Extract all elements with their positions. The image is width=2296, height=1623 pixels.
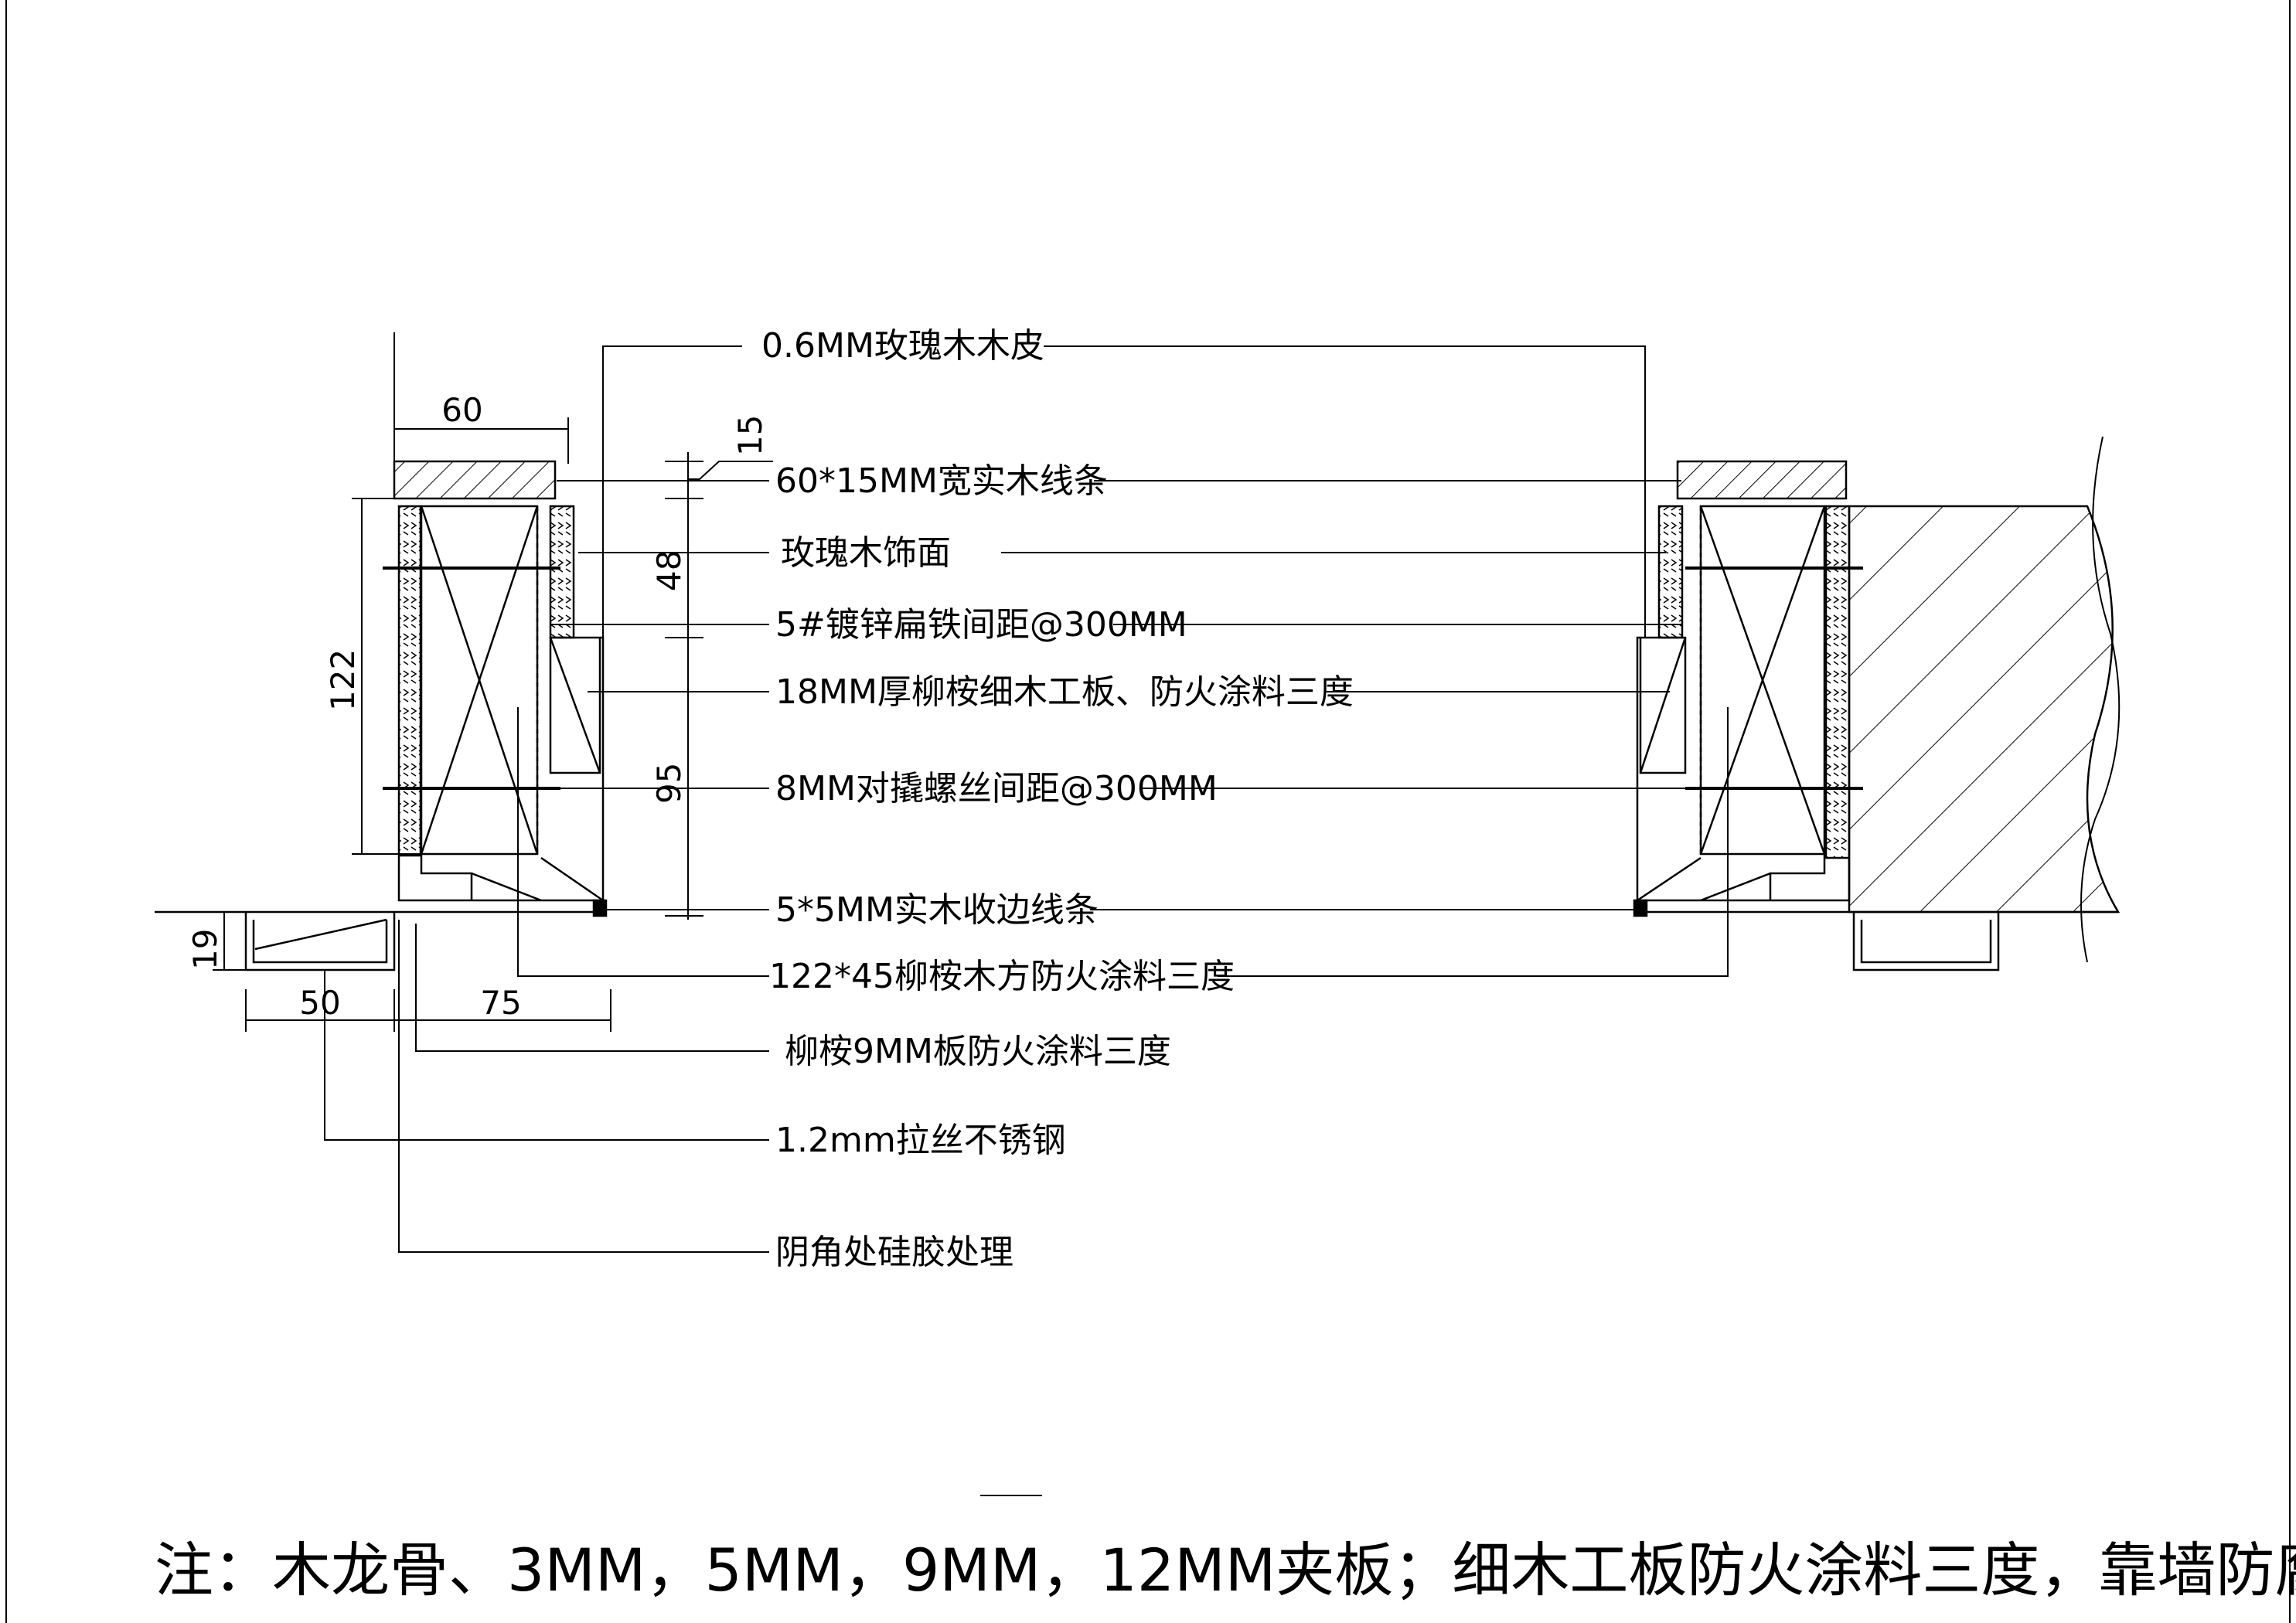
leader-lines bbox=[324, 345, 1729, 1253]
right-main-timber bbox=[1699, 505, 1826, 856]
dim-75: 75 bbox=[480, 984, 521, 1022]
left-blockboard bbox=[549, 636, 601, 774]
label-veneer: 0.6MM玫瑰木木皮 bbox=[761, 326, 1044, 366]
label-board-9mm: 柳桉9MM板防火涂料三度 bbox=[785, 1032, 1171, 1071]
left-jamb-section bbox=[155, 460, 608, 971]
wall-break-line bbox=[2080, 436, 2121, 963]
left-top-trim bbox=[393, 460, 557, 500]
label-silicone-corner: 阴角处硅胶处理 bbox=[775, 1233, 1013, 1272]
left-ply-inner bbox=[549, 505, 575, 639]
left-edge-strip bbox=[592, 899, 608, 917]
right-ply-inner bbox=[1657, 505, 1684, 639]
right-edge-strip bbox=[1633, 899, 1648, 917]
right-blockboard bbox=[1639, 636, 1687, 774]
right-jamb-section bbox=[1633, 436, 2121, 971]
drawing-note: 注：木龙骨、3MM，5MM，9MM，12MM夹板；细木工板防火涂料三度，靠墙防腐… bbox=[155, 1536, 2296, 1604]
dim-95: 95 bbox=[650, 763, 688, 804]
label-timber: 122*45柳桉木方防火涂料三度 bbox=[769, 957, 1235, 996]
label-rosewood-face: 玫瑰木饰面 bbox=[781, 533, 951, 573]
label-stainless-steel: 1.2mm拉丝不锈钢 bbox=[775, 1121, 1066, 1160]
label-galvanized-flat-iron: 5#镀锌扁铁间距@300MM bbox=[775, 605, 1187, 645]
dim-122: 122 bbox=[324, 649, 362, 711]
dim-48: 48 bbox=[650, 550, 688, 591]
dim-50: 50 bbox=[299, 984, 340, 1022]
label-trim-60x15: 60*15MM宽实木线条 bbox=[775, 461, 1108, 501]
label-bolts: 8MM对撬螺丝间距@300MM bbox=[775, 769, 1218, 808]
wall-hatch bbox=[1848, 505, 2121, 914]
right-stainless-channel bbox=[1852, 912, 2000, 971]
dim-15: 15 bbox=[731, 415, 769, 456]
dimension-lines bbox=[213, 332, 773, 1032]
left-stainless-channel bbox=[244, 912, 396, 971]
right-ply-outer bbox=[1824, 505, 1851, 859]
sheet-border bbox=[5, 0, 2291, 1623]
dim-60: 60 bbox=[441, 391, 482, 429]
label-edge-strip: 5*5MM实木收边线条 bbox=[775, 890, 1099, 930]
left-ply-outer bbox=[397, 505, 422, 857]
label-blockboard: 18MM厚柳桉细木工板、防火涂料三度 bbox=[775, 672, 1354, 712]
dim-19: 19 bbox=[186, 929, 224, 970]
right-top-trim bbox=[1676, 460, 1848, 500]
